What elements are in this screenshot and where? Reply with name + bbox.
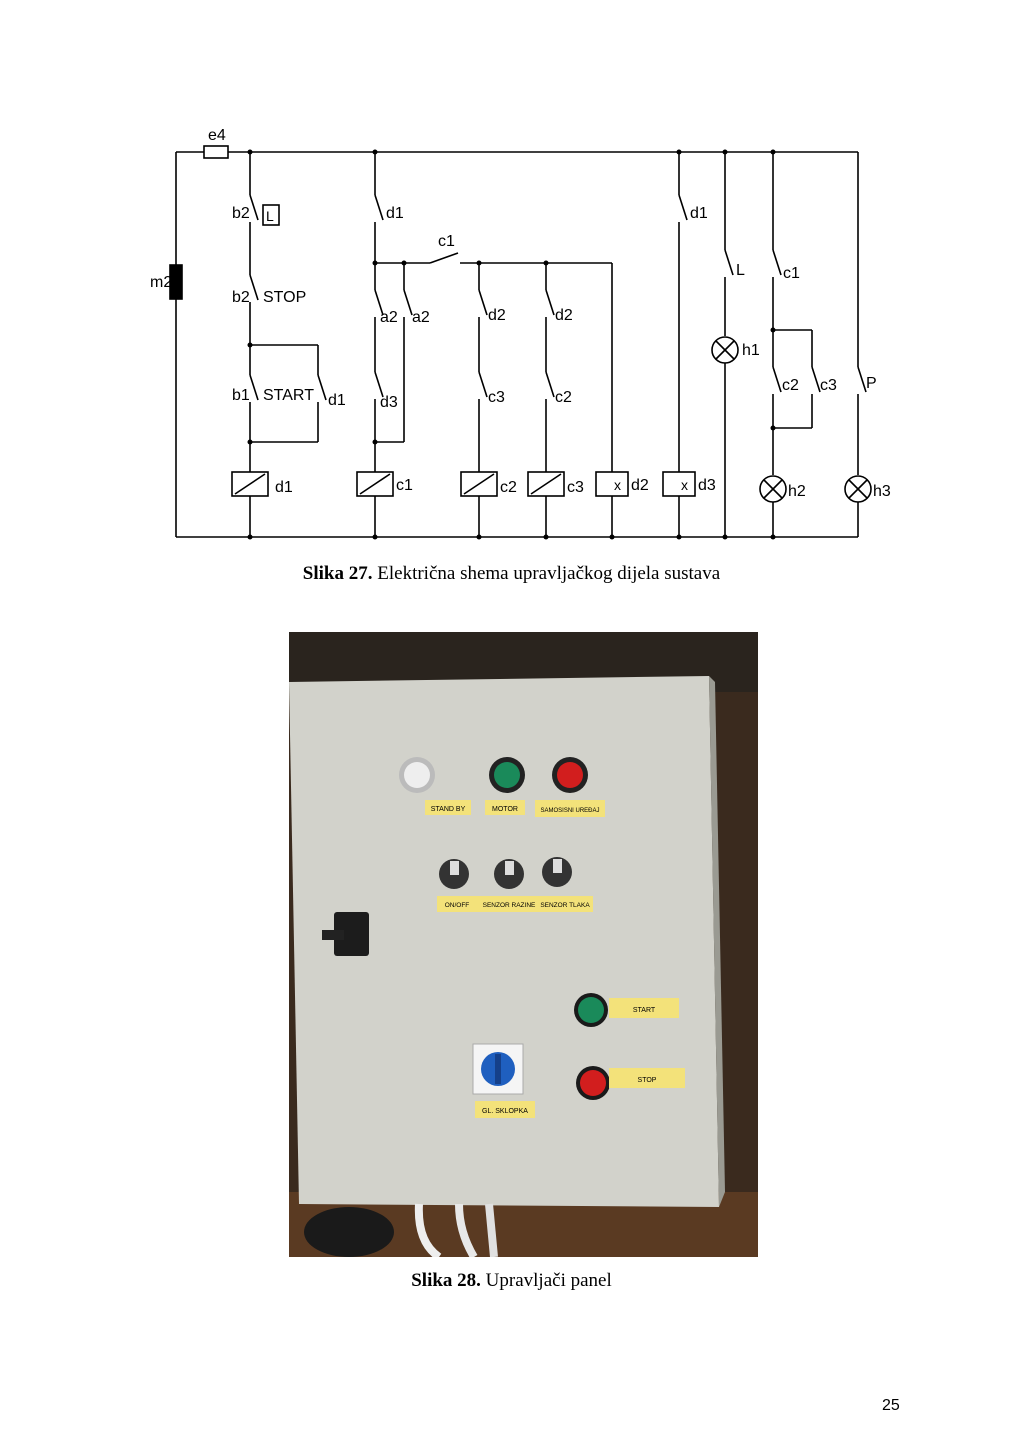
label-d1-right: d1 <box>690 205 708 222</box>
label-motor: MOTOR <box>492 806 518 813</box>
samosisni-lamp <box>557 762 583 788</box>
label-coil-d2: d2 <box>631 477 649 494</box>
start-button[interactable] <box>578 997 604 1023</box>
senzor-tlaka-switch[interactable] <box>553 859 562 873</box>
label-coil-x-d2: x <box>614 477 621 493</box>
label-c2-right: c2 <box>782 377 799 394</box>
figure-28-caption: Slika 28. Upravljači panel <box>0 1270 1023 1292</box>
electrical-schematic: e4 m2 b2 L b2 STOP b1 START d1 d1 c1 a2 … <box>150 127 891 540</box>
label-a2-right: a2 <box>412 309 430 326</box>
stop-button[interactable] <box>580 1070 606 1096</box>
label-samosisni: SAMOSISNI UREĐAJ <box>540 808 599 814</box>
figure-27-caption: Slika 27. Električna shema upravljačkog … <box>0 563 1023 585</box>
label-fuse: e4 <box>208 127 226 144</box>
stand-by-lamp <box>404 762 430 788</box>
label-c3-a: c3 <box>488 389 505 406</box>
figure-27-caption-text: Električna shema upravljačkog dijela sus… <box>372 563 721 584</box>
label-h2: h2 <box>788 483 806 500</box>
label-stop: STOP <box>638 1077 657 1084</box>
label-coil-x-d3: x <box>681 477 688 493</box>
on-off-switch[interactable] <box>450 861 459 875</box>
control-panel-photo: STAND BY MOTOR SAMOSISNI UREĐAJ ON/OFF S… <box>289 632 758 1257</box>
motor-lamp <box>494 762 520 788</box>
label-stand-by: STAND BY <box>431 806 466 813</box>
label-P: P <box>866 375 877 392</box>
label-h3: h3 <box>873 483 891 500</box>
page-number: 25 <box>882 1397 900 1414</box>
label-coil-d1: d1 <box>275 479 293 496</box>
label-motor: m2 <box>150 274 172 291</box>
label-c2-a: c2 <box>555 389 572 406</box>
label-d3: d3 <box>380 394 398 411</box>
label-senzor-tlaka: SENZOR TLAKA <box>540 902 590 909</box>
label-gl-sklopka: GL. SKLOPKA <box>482 1108 528 1115</box>
figure-27-caption-bold: Slika 27. <box>302 563 373 584</box>
label-L-box: L <box>266 208 274 224</box>
label-b2-L: b2 <box>232 205 250 222</box>
senzor-razine-switch[interactable] <box>505 861 514 875</box>
door-handle[interactable] <box>334 912 369 956</box>
label-stop: STOP <box>263 289 306 306</box>
figure-28-caption-bold: Slika 28. <box>411 1270 481 1291</box>
label-d1-hold: d1 <box>328 392 346 409</box>
label-d2-a: d2 <box>488 307 506 324</box>
label-a2-left: a2 <box>380 309 398 326</box>
label-coil-c2: c2 <box>500 479 517 496</box>
label-on-off: ON/OFF <box>445 902 470 909</box>
label-d1-top: d1 <box>386 205 404 222</box>
label-h1: h1 <box>742 342 760 359</box>
label-d2-b: d2 <box>555 307 573 324</box>
label-coil-c1: c1 <box>396 477 413 494</box>
label-c3-right: c3 <box>820 377 837 394</box>
label-coil-c3: c3 <box>567 479 584 496</box>
label-b1: b1 <box>232 387 250 404</box>
label-coil-d3: d3 <box>698 477 716 494</box>
figure-28-caption-text: Upravljači panel <box>480 1270 612 1291</box>
label-c1-switch: c1 <box>438 233 455 250</box>
label-senzor-razine: SENZOR RAZINE <box>483 902 536 909</box>
label-L-contact: L <box>736 262 745 279</box>
label-c1-right: c1 <box>783 265 800 282</box>
label-b2-stop: b2 <box>232 289 250 306</box>
label-start: START <box>633 1007 656 1014</box>
label-start: START <box>263 387 314 404</box>
